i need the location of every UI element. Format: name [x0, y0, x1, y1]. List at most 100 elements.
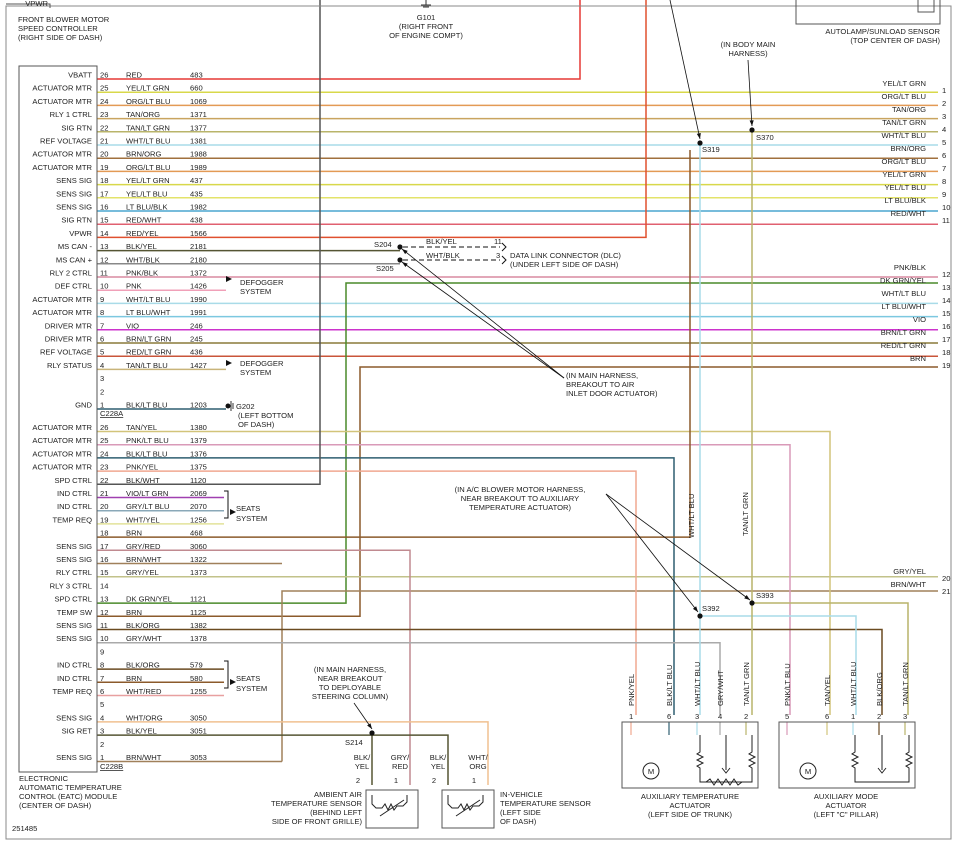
pin-function-label: DEF CTRL [55, 282, 92, 291]
wire-color-label: ORG/LT BLU [126, 97, 170, 106]
pin-function-label: REF VOLTAGE [40, 348, 92, 357]
pin-number: 11 [100, 621, 108, 630]
autolamp-sensor-connector [917, 0, 935, 13]
pin-number: 13 [100, 595, 108, 604]
aux-mode-label3: (LEFT "C" PILLAR) [814, 810, 879, 819]
pin-function-label: ACTUATOR MTR [32, 423, 92, 432]
pin-number: 11 [100, 269, 108, 278]
pin-number: 9 [100, 647, 104, 656]
pin-function-label: MS CAN + [56, 255, 93, 264]
wire [97, 641, 721, 715]
leader-line [747, 59, 753, 127]
defogger-arrow-icon [226, 276, 232, 282]
pin-number: 25 [100, 84, 108, 93]
aux-mode-potentiometer-icon [850, 735, 914, 783]
leader-arrowhead [744, 595, 750, 600]
circuit-number: 1203 [190, 401, 207, 410]
dlc-pin-3: 3 [496, 251, 500, 260]
wire-color-label: GRY/WHT [126, 634, 162, 643]
autolamp-wire-color: YEL/LT GRN [882, 79, 926, 88]
pin-function-label: MS CAN - [58, 242, 93, 251]
ambient-thermistor-icon [371, 795, 408, 817]
wire-color-label: PNK/BLK [126, 269, 158, 278]
pin-number: 24 [100, 97, 108, 106]
autolamp-wire-color: LT BLU/WHT [882, 302, 927, 311]
pin-number: 14 [100, 229, 108, 238]
circuit-number: 579 [190, 661, 203, 670]
circuit-number: 1988 [190, 150, 207, 159]
pin-function-label: VPWR [69, 229, 92, 238]
pin-function-label: SPD CTRL [54, 476, 92, 485]
autolamp-pin-number: 7 [942, 164, 946, 173]
actuator-pin-number: 3 [695, 712, 699, 721]
vpwr-top-label: VPWR [25, 0, 48, 8]
pin-function-label: DRIVER MTR [45, 335, 93, 344]
actuator-pin-number: 4 [718, 712, 722, 721]
sensor-wire-label: ORG [469, 762, 486, 771]
circuit-number: 3060 [190, 542, 207, 551]
actuator-wire-label: WHT/LT BLU [849, 662, 858, 706]
pin-function-label: SPD CTRL [54, 595, 92, 604]
splice-dot [697, 140, 703, 146]
ambient-label1: AMBIENT AIR [314, 790, 362, 799]
invehicle-label4: OF DASH) [500, 817, 537, 826]
document-id: 251485 [12, 824, 37, 833]
wire-color-label: BRN/LT GRN [126, 335, 171, 344]
circuit-number: 580 [190, 674, 203, 683]
wire [97, 470, 637, 715]
seats-label-1b: SYSTEM [236, 514, 267, 523]
autolamp-wire-color: BRN/WHT [891, 580, 927, 589]
wire-color-label: BRN [126, 608, 142, 617]
g202-label: G202 [236, 402, 255, 411]
pin-function-label: SENS SIG [56, 189, 92, 198]
actuator-pin-number: 1 [629, 712, 633, 721]
wire-color-label: LT BLU/BLK [126, 203, 168, 212]
circuit-number: 1373 [190, 568, 207, 577]
g101-loc1: (RIGHT FRONT [399, 22, 454, 31]
circuit-number: 1426 [190, 282, 207, 291]
pin-number: 17 [100, 542, 108, 551]
splice-dot [397, 244, 403, 250]
autolamp-sensor-label: AUTOLAMP/SUNLOAD SENSOR [825, 27, 940, 36]
actuator-wire-label: TAN/LT GRN [901, 662, 910, 706]
pin-function-label: ACTUATOR MTR [32, 163, 92, 172]
invehicle-label3: (LEFT SIDE [500, 808, 541, 817]
circuit-number: 1256 [190, 515, 207, 524]
ac-blower-note1: (IN A/C BLOWER MOTOR HARNESS, [455, 485, 586, 494]
pin-number: 3 [100, 727, 104, 736]
circuit-number: 3053 [190, 753, 207, 762]
wire-color-label: BRN/WHT [126, 753, 162, 762]
splice-s204: S204 [374, 240, 392, 249]
sensor-wire-label: WHT/ [468, 753, 488, 762]
wire-color-label: RED [126, 71, 143, 80]
pin-function-label: TEMP REQ [52, 687, 92, 696]
pin-number: 6 [100, 335, 104, 344]
aux-temp-motor-icon: M [642, 762, 660, 780]
leader-line [605, 493, 751, 601]
pin-number: 20 [100, 150, 108, 159]
pin-function-label: ACTUATOR MTR [32, 463, 92, 472]
circuit-number: 1566 [190, 229, 207, 238]
actuator-wire-label: WHT/LT BLU [693, 662, 702, 706]
sensor-wire-label: YEL [431, 762, 445, 771]
sensor-wire-label: YEL [355, 762, 369, 771]
circuit-number: 435 [190, 189, 203, 198]
autolamp-pin-number: 21 [942, 587, 950, 596]
g101-ground-icon [421, 0, 431, 8]
autolamp-pin-number: 5 [942, 138, 946, 147]
leader-arrowhead [402, 262, 408, 267]
pin-number: 4 [100, 361, 104, 370]
pin-number: 4 [100, 713, 104, 722]
actuator-wire-label: PNK/LT BLU [783, 663, 792, 706]
sensor-pin-number: 1 [472, 776, 476, 785]
pin-number: 18 [100, 529, 108, 538]
pin-number: 5 [100, 700, 104, 709]
circuit-number: 1379 [190, 436, 207, 445]
pin-number: 3 [100, 374, 104, 383]
actuator-wire-label: TAN/LT GRN [742, 662, 751, 706]
autolamp-pin-number: 12 [942, 270, 950, 279]
splice-s319: S319 [702, 145, 720, 154]
autolamp-pin-number: 1 [942, 86, 946, 95]
invehicle-label1: IN-VEHICLE [500, 790, 543, 799]
